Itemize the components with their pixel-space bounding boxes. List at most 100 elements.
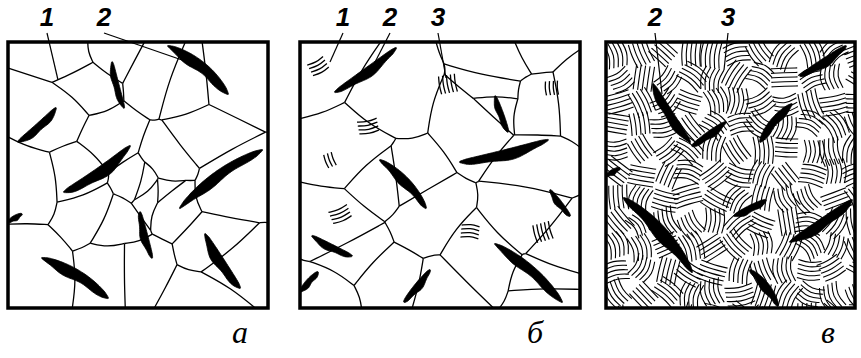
grain-boundary [479, 181, 572, 198]
ferrite-pearlite-panel [300, 42, 580, 308]
pearlite-lamella [633, 43, 643, 66]
pearlite-lamella [769, 42, 783, 62]
pearlite-lamella [618, 277, 632, 299]
grain-boundary [162, 104, 209, 119]
grain-boundary [428, 74, 445, 133]
pearlite-lamella [773, 259, 778, 284]
panel-frames [8, 42, 855, 308]
pearlite-lamella [606, 152, 627, 155]
pearlite-lamella [633, 113, 636, 135]
pearlite-lamella [696, 233, 718, 247]
pearlite-lamella [606, 139, 626, 142]
pearlite-lamella [660, 280, 680, 297]
pearlite-lamella [768, 231, 772, 253]
grain-boundary [48, 202, 57, 225]
pearlite-lamella [461, 233, 479, 235]
grain-boundary [138, 153, 145, 162]
pearlite-lamella [606, 98, 631, 105]
pearlite-lamella [629, 114, 632, 136]
grain-boundary [90, 243, 124, 246]
pearlite-lamella [707, 190, 731, 203]
pearlite-lamella [630, 169, 656, 174]
pearlite-lamella [677, 164, 702, 171]
pearlite-lamella [553, 81, 554, 95]
pearlite-lamella [446, 75, 449, 93]
pearlite-lamella [537, 224, 542, 241]
pearlite-lamella [797, 277, 820, 280]
pearlite-lamella [747, 228, 768, 237]
pearlite-lamella [733, 138, 747, 159]
pearlite-lamella [786, 286, 799, 308]
grain-boundary [172, 244, 177, 265]
pearlite-lamella [750, 100, 773, 112]
pearlite-lamella [775, 156, 798, 157]
pearlite-lamella [771, 77, 797, 78]
leader-line [330, 33, 343, 62]
pearlite-lamella [830, 112, 846, 135]
grain-boundary [123, 42, 146, 83]
graphite-flake [42, 257, 109, 298]
pearlite-lamella [825, 66, 830, 90]
callout-number: 2 [383, 4, 397, 30]
pearlite-lamella [746, 92, 769, 104]
pearlite-lamella [763, 232, 767, 254]
pearlite-lamella [803, 140, 806, 163]
pearlite-lamella [843, 158, 846, 183]
grain-boundary [195, 168, 199, 180]
graphite-flake [653, 84, 691, 143]
grain-boundary [157, 179, 159, 202]
pearlite-lamella [720, 240, 739, 261]
panel-letter: в [821, 316, 835, 348]
pearlite-lamella [796, 207, 800, 234]
pearlite-lamella [777, 45, 791, 67]
pearlite-lamella [674, 173, 699, 180]
pearlite-lamella [677, 269, 699, 283]
pearlite-lamella [723, 237, 742, 258]
pearlite-lamella [737, 135, 751, 156]
pearlite-lamella [787, 208, 791, 235]
pearlite-lamella [647, 111, 650, 133]
grain-boundary [131, 200, 134, 203]
pearlite-lamella [751, 280, 759, 304]
pearlite-lamella [679, 72, 701, 89]
pearlite-lamella [718, 277, 724, 302]
pearlite-lamella [830, 159, 833, 184]
pearlite-lamella [775, 171, 789, 188]
leader-line [372, 33, 390, 68]
pearlite-lamella [713, 278, 719, 303]
pearlite-lamella [737, 69, 752, 92]
pearlite-lamella [733, 258, 739, 282]
panel-frame [300, 42, 580, 308]
grain-boundary [124, 243, 126, 308]
grain-boundary [344, 146, 391, 189]
grain-boundary [394, 242, 423, 258]
pearlite-lamella [740, 88, 744, 114]
graphite-flake [494, 96, 508, 133]
pearlite-lamella [727, 172, 752, 179]
grain-boundary [518, 81, 521, 99]
pearlite-lamella [748, 224, 769, 233]
grain-boundary [48, 225, 72, 251]
graphite-flake [8, 213, 22, 223]
pearlite-lamella [705, 42, 708, 67]
pearlite-lamella [730, 140, 744, 161]
pearlite-lamella [676, 75, 698, 92]
pearlite-lamella [642, 112, 645, 134]
grain-boundary [49, 141, 76, 152]
graphite-flake [300, 272, 318, 293]
pearlite-lamella [797, 191, 810, 212]
grain-boundary [145, 162, 159, 178]
pearlite-lamella [773, 43, 787, 65]
grain-boundary [476, 183, 478, 208]
pearlite-lamella [439, 76, 442, 94]
callout-number: 3 [431, 4, 445, 30]
pearlite-lamella [775, 142, 798, 143]
pearlite-lamella [765, 187, 770, 211]
pearlite-lamella [668, 167, 677, 187]
pearlite-lamella [822, 192, 848, 202]
grain-boundary [300, 102, 345, 119]
grain-boundary [113, 194, 131, 203]
pearlite-lamella [638, 65, 642, 90]
pearlite-lamella [846, 209, 850, 235]
pearlite-lamella [771, 136, 774, 164]
